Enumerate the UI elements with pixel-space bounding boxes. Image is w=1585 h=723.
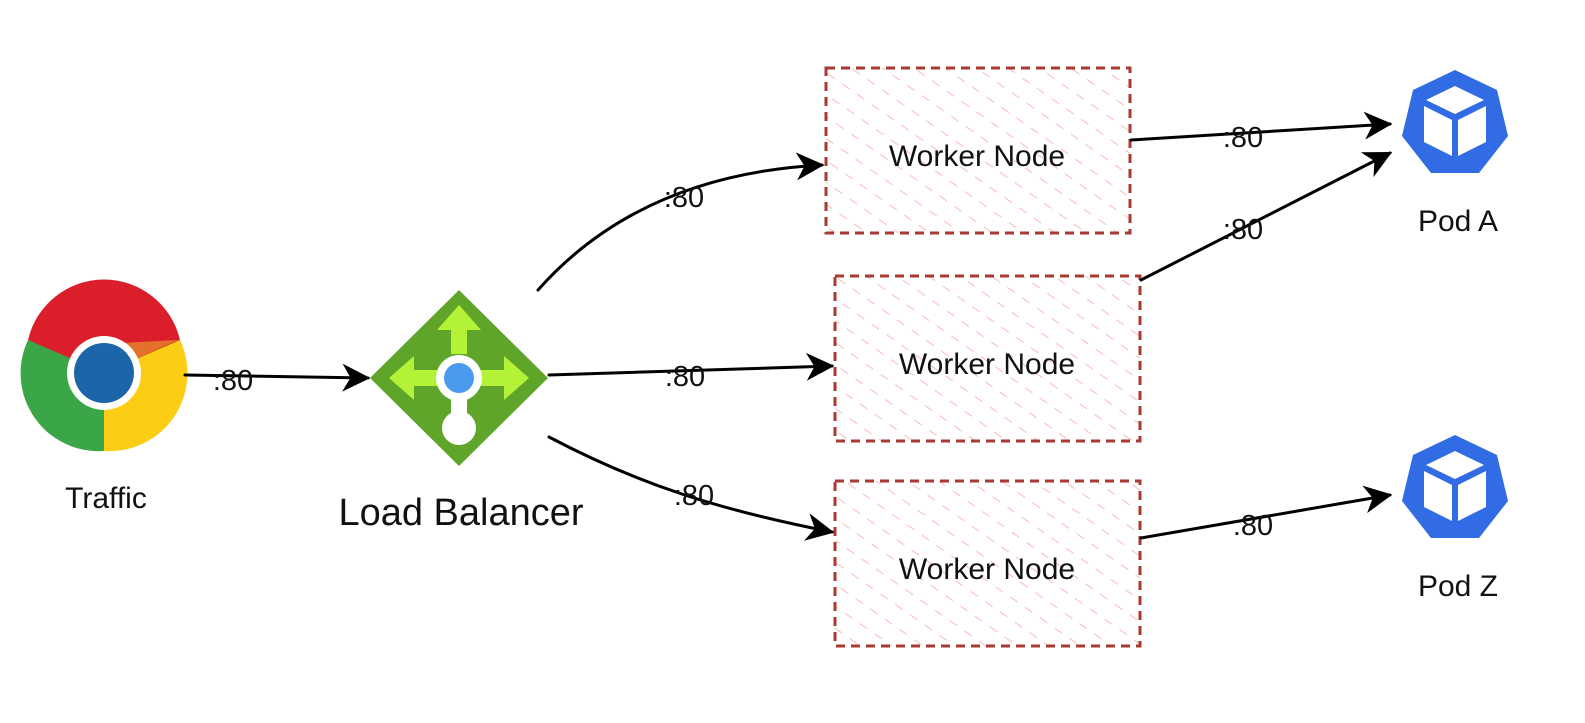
edge-label: :80 bbox=[674, 480, 714, 512]
worker-node: Worker Node bbox=[824, 66, 1132, 235]
traffic-label: Traffic bbox=[65, 482, 147, 515]
kubernetes-pod-icon bbox=[1402, 435, 1508, 538]
edge-label: :80 bbox=[213, 365, 253, 397]
edge-node-3-to-pod-z bbox=[1139, 485, 1393, 540]
pod-a: Pod A bbox=[1402, 70, 1508, 238]
edges bbox=[183, 111, 1393, 541]
pod-z-label: Pod Z bbox=[1418, 570, 1498, 603]
edge-label: :80 bbox=[1233, 510, 1273, 542]
worker-node: Worker Node bbox=[833, 274, 1142, 443]
edge-node-1-to-pod-a bbox=[1129, 111, 1393, 142]
edge-lb-to-node-3 bbox=[547, 435, 835, 541]
worker-node-label: Worker Node bbox=[899, 348, 1075, 381]
edge-label: :80 bbox=[665, 361, 705, 393]
edge-label: :80 bbox=[1223, 122, 1263, 154]
load-balancer-icon bbox=[370, 290, 548, 466]
worker-node: Worker Node bbox=[833, 479, 1142, 648]
chrome-browser-icon bbox=[20, 279, 188, 452]
edge-labels: :80 :80 :80 :80 :80 :80 :80 bbox=[213, 122, 1273, 542]
worker-node-label: Worker Node bbox=[889, 140, 1065, 173]
edge-traffic-to-lb bbox=[183, 363, 371, 392]
edge-lb-to-node-2 bbox=[547, 352, 835, 381]
edge-label: :80 bbox=[1223, 214, 1263, 246]
worker-node-label: Worker Node bbox=[899, 553, 1075, 586]
edge-lb-to-node-1 bbox=[536, 152, 825, 292]
edge-label: :80 bbox=[664, 182, 704, 214]
edge-node-2-to-pod-a bbox=[1139, 151, 1393, 282]
kubernetes-pod-icon bbox=[1402, 70, 1508, 173]
traffic-source: Traffic bbox=[20, 279, 188, 515]
pod-z: Pod Z bbox=[1402, 435, 1508, 603]
load-balancer: Load Balancer bbox=[338, 290, 584, 534]
pod-a-label: Pod A bbox=[1418, 205, 1498, 238]
load-balancer-label: Load Balancer bbox=[338, 492, 583, 534]
